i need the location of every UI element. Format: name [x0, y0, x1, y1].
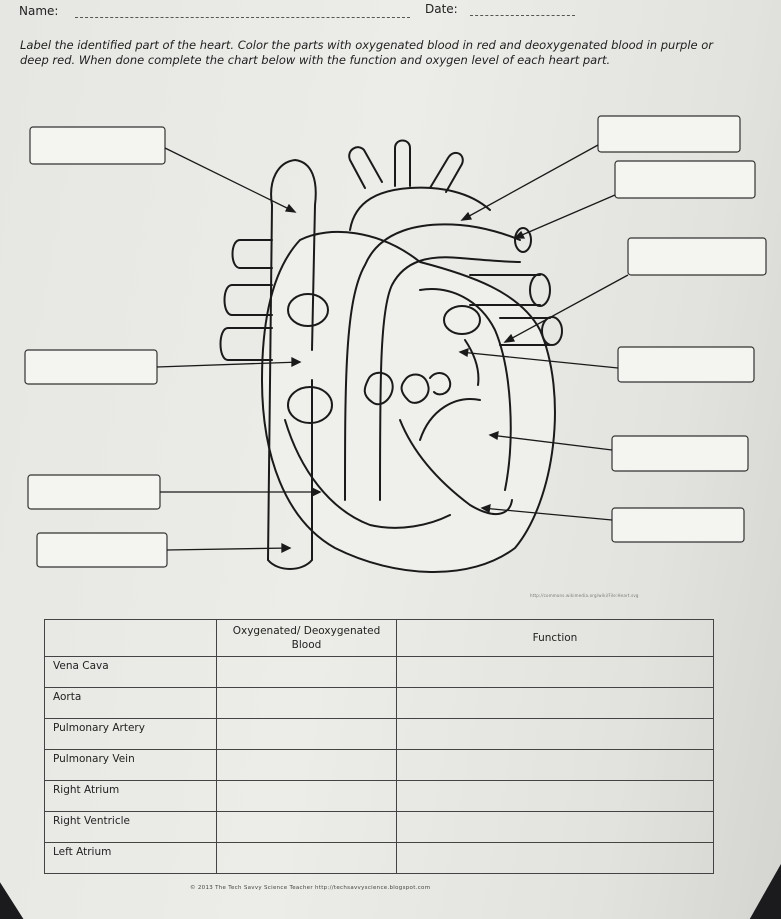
date-label: Date:: [425, 2, 458, 16]
oxygen-cell[interactable]: [216, 749, 397, 781]
oxygen-cell[interactable]: [216, 842, 397, 874]
oxygen-cell[interactable]: [216, 687, 397, 719]
footer-credit: © 2013 The Tech Savvy Science Teacher ht…: [190, 885, 431, 891]
oxygen-cell[interactable]: [216, 718, 397, 750]
function-cell[interactable]: [396, 780, 714, 812]
table-row: Pulmonary Vein: [44, 749, 217, 781]
function-cell[interactable]: [396, 718, 714, 750]
instructions: Label the identified part of the heart. …: [20, 38, 714, 67]
chart-header-blank: [44, 619, 217, 657]
image-credit: http://commons.wikimedia.org/wiki/File:H…: [530, 593, 639, 598]
chart-header-oxygen: Oxygenated/ Deoxygenated Blood: [216, 619, 397, 657]
table-row: Right Ventricle: [44, 811, 217, 843]
function-cell[interactable]: [396, 811, 714, 843]
chart-header-function: Function: [396, 619, 714, 657]
date-field[interactable]: [470, 15, 575, 16]
heart-parts-chart: Oxygenated/ Deoxygenated Blood Function …: [44, 619, 714, 874]
function-cell[interactable]: [396, 842, 714, 874]
name-label: Name:: [19, 4, 59, 18]
oxygen-cell[interactable]: [216, 780, 397, 812]
function-cell[interactable]: [396, 749, 714, 781]
name-field[interactable]: [75, 17, 410, 18]
heart-diagram: [24, 115, 767, 573]
function-cell[interactable]: [396, 687, 714, 719]
function-cell[interactable]: [396, 656, 714, 688]
table-row: Aorta: [44, 687, 217, 719]
table-row: Pulmonary Artery: [44, 718, 217, 750]
oxygen-cell[interactable]: [216, 656, 397, 688]
table-row: Left Atrium: [44, 842, 217, 874]
table-row: Vena Cava: [44, 656, 217, 688]
oxygen-cell[interactable]: [216, 811, 397, 843]
table-row: Right Atrium: [44, 780, 217, 812]
